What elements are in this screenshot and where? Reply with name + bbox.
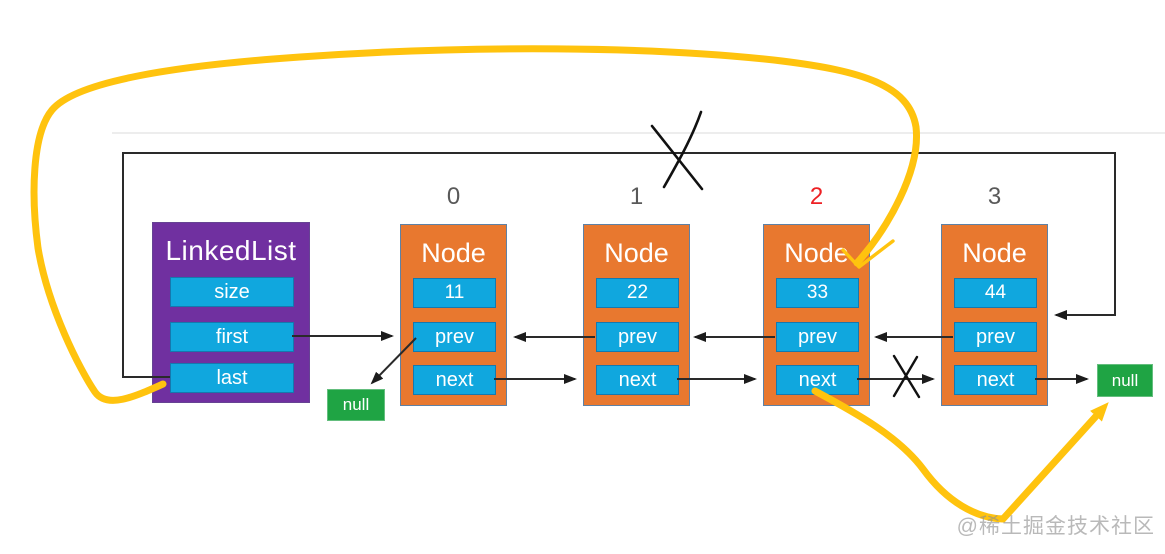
node-card-0: Node 11 prev next [400,224,507,406]
node-card-3: Node 44 prev next [941,224,1048,406]
linkedlist-title: LinkedList [165,235,297,266]
node-2-next-box: next [776,365,859,395]
node-index-1-label: 1 [629,183,644,210]
node-2-prev-box: prev [776,322,859,352]
node-3-prev-box: prev [954,322,1037,352]
node-0-title: Node [421,237,486,268]
node-0-prev-box: prev [413,322,496,352]
node-1-value-box: 22 [596,278,679,308]
node-card-1: Node 22 prev next [583,224,690,406]
node-index-1: 1 [583,183,690,211]
node-0-next-box: next [413,365,496,395]
linkedlist-last-field: last [170,363,294,393]
node-0-value-box: 11 [413,278,496,308]
null-box-right: null [1097,364,1153,397]
node-card-2: Node 33 prev next [763,224,870,406]
watermark: @稀土掘金技术社区 [956,515,1155,538]
node-1-prev-box: prev [596,322,679,352]
node-2-value-box: 33 [776,278,859,308]
node-index-2-label: 2 [809,183,824,210]
cross-mark-next2 [892,354,921,399]
node-1-next-box: next [596,365,679,395]
node-index-0: 0 [400,183,507,211]
node-index-2: 2 [763,183,870,211]
node-index-3-label: 3 [987,183,1002,210]
node-1-title: Node [604,237,669,268]
cross-mark-top [650,110,704,191]
node-index-0-label: 0 [446,183,461,210]
node-3-value-box: 44 [954,278,1037,308]
linkedlist-first-field: first [170,322,294,352]
node-3-title: Node [962,237,1027,268]
node-index-3: 3 [941,183,1048,211]
linkedlist-box: LinkedList size first last [152,222,310,403]
node-2-title: Node [784,237,849,268]
linkedlist-size-field: size [170,277,294,307]
null-box-left: null [327,389,385,421]
highlight-swoosh-arrow [811,387,1109,523]
node-3-next-box: next [954,365,1037,395]
